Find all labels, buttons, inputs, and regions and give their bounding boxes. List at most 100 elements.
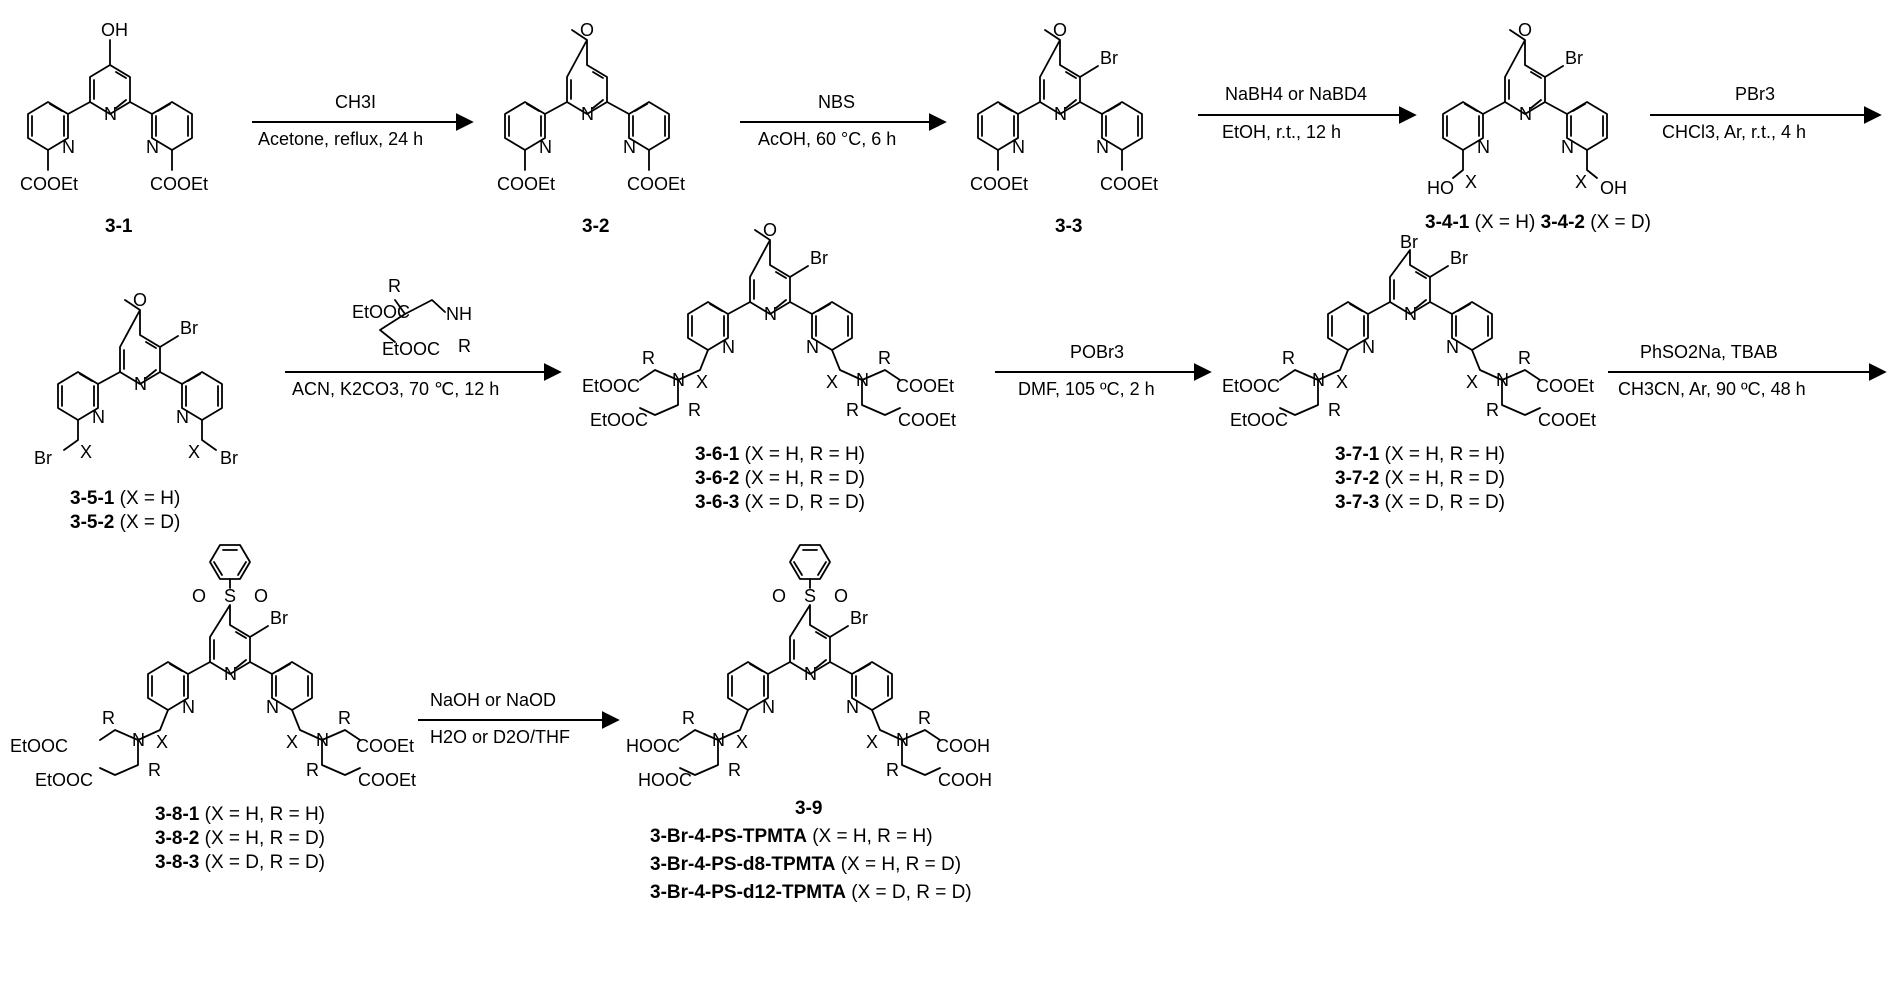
br-label: Br — [1450, 248, 1468, 268]
x-label: X — [1466, 372, 1478, 392]
x-label: X — [826, 372, 838, 392]
etooc-label: EtOOC — [582, 376, 640, 396]
cooet-label: COOEt — [1536, 376, 1594, 396]
reagent-above: NBS — [818, 92, 855, 112]
reagent-above: PBr3 — [1735, 84, 1775, 104]
reaction-arrow-4: PBr3 CHCl3, Ar, r.t., 4 h — [1650, 84, 1882, 142]
n-label: N — [1054, 104, 1067, 124]
compound-label: 3-Br-4-PS-d8-TPMTA (X = H, R = D) — [650, 854, 961, 875]
cooet-label: COOEt — [20, 174, 78, 194]
reaction-arrow-5: R EtOOC NH EtOOC R ACN, K2CO3, 70 ℃, 12 … — [285, 276, 562, 399]
compound-3-5: O Br N N N Br X X Br 3-5-1 (X = H) 3-5-2… — [34, 290, 238, 533]
r-label: R — [886, 760, 899, 780]
o-label: O — [580, 20, 594, 40]
compound-label: 3-8-2 (X = H, R = D) — [155, 828, 325, 849]
compound-label: 3-2 — [582, 216, 609, 237]
n-label: N — [1561, 137, 1574, 157]
reagent-above: NaBH4 or NaBD4 — [1225, 84, 1367, 104]
hooc-label: HOOC — [626, 736, 680, 756]
cooet-label: COOEt — [627, 174, 685, 194]
reagent-etooc: EtOOC — [352, 302, 410, 322]
cooet-label: COOEt — [970, 174, 1028, 194]
n-label: N — [224, 664, 237, 684]
conditions-below: H2O or D2O/THF — [430, 727, 570, 747]
br-label: Br — [180, 318, 198, 338]
conditions-below: CHCl3, Ar, r.t., 4 h — [1662, 122, 1806, 142]
n-label: N — [804, 664, 817, 684]
n-label: N — [712, 730, 725, 750]
n-label: N — [846, 697, 859, 717]
compound-3-7: Br Br N N N R N X EtOOC R EtOOC R N X CO… — [1222, 232, 1596, 513]
compound-label: 3-Br-4-PS-d12-TPMTA (X = D, R = D) — [650, 882, 972, 903]
cooet-label: COOEt — [497, 174, 555, 194]
n-label: N — [1096, 137, 1109, 157]
reagent-r2: R — [388, 276, 401, 296]
br-label: Br — [1565, 48, 1583, 68]
reaction-arrow-6: POBr3 DMF, 105 ºC, 2 h — [995, 342, 1212, 399]
compound-label: 3-7-1 (X = H, R = H) — [1335, 444, 1505, 465]
x-label: X — [286, 732, 298, 752]
o-label: O — [772, 586, 786, 606]
reagent-r2: R — [458, 336, 471, 356]
br-label: Br — [1100, 48, 1118, 68]
n-label: N — [134, 374, 147, 394]
cooet-label: COOEt — [358, 770, 416, 790]
x-label: X — [1465, 172, 1477, 192]
reagent-etooc: EtOOC — [382, 339, 440, 359]
n-label: N — [146, 137, 159, 157]
r-label: R — [1328, 400, 1341, 420]
n-label: N — [1362, 337, 1375, 357]
r-label: R — [642, 348, 655, 368]
cooet-label: COOEt — [898, 410, 956, 430]
r-label: R — [1486, 400, 1499, 420]
compound-label: 3-Br-4-PS-TPMTA (X = H, R = H) — [650, 826, 933, 847]
r-label: R — [102, 708, 115, 728]
s-label: S — [224, 586, 236, 606]
x-label: X — [188, 442, 200, 462]
n-label: N — [1496, 370, 1509, 390]
r-label: R — [878, 348, 891, 368]
etooc-label: EtOOC — [1230, 410, 1288, 430]
etooc-label: EtOOC — [35, 770, 93, 790]
n-label: N — [104, 104, 117, 124]
etooc-label: EtOOC — [590, 410, 648, 430]
o-label: O — [1053, 20, 1067, 40]
n-label: N — [92, 407, 105, 427]
o-label: O — [763, 220, 777, 240]
n-label: N — [1012, 137, 1025, 157]
o-label: O — [834, 586, 848, 606]
compound-label: 3-6-1 (X = H, R = H) — [695, 444, 865, 465]
reagent-above: POBr3 — [1070, 342, 1124, 362]
r-label: R — [1282, 348, 1295, 368]
compound-label: 3-6-2 (X = H, R = D) — [695, 468, 865, 489]
etooc-label: EtOOC — [1222, 376, 1280, 396]
n-label: N — [266, 697, 279, 717]
r-label: R — [148, 760, 161, 780]
reaction-arrow-3: NaBH4 or NaBD4 EtOH, r.t., 12 h — [1198, 84, 1417, 142]
compound-label: 3-6-3 (X = D, R = D) — [695, 492, 865, 513]
n-label: N — [762, 697, 775, 717]
n-label: N — [764, 304, 777, 324]
n-label: N — [896, 730, 909, 750]
o-label: O — [133, 290, 147, 310]
x-label: X — [696, 372, 708, 392]
compound-label: 3-5-2 (X = D) — [70, 512, 180, 533]
r-label: R — [338, 708, 351, 728]
n-label: N — [316, 730, 329, 750]
r-label: R — [682, 708, 695, 728]
reagent-above: CH3I — [335, 92, 376, 112]
compound-label: 3-5-1 (X = H) — [70, 488, 180, 509]
compound-label: 3-1 — [105, 216, 133, 237]
n-label: N — [62, 137, 75, 157]
hooc-label: HOOC — [638, 770, 692, 790]
r-label: R — [918, 708, 931, 728]
compound-3-2: O N N N COOEt COOEt 3-2 — [497, 20, 685, 237]
cooet-label: COOEt — [150, 174, 208, 194]
reagent-above: NaOH or NaOD — [430, 690, 556, 710]
n-label: N — [856, 370, 869, 390]
br-label: Br — [850, 608, 868, 628]
n-label: N — [806, 337, 819, 357]
ho-label: HO — [1427, 178, 1454, 198]
compound-3-1: OH N N N COOEt COOEt 3-1 — [20, 20, 208, 237]
